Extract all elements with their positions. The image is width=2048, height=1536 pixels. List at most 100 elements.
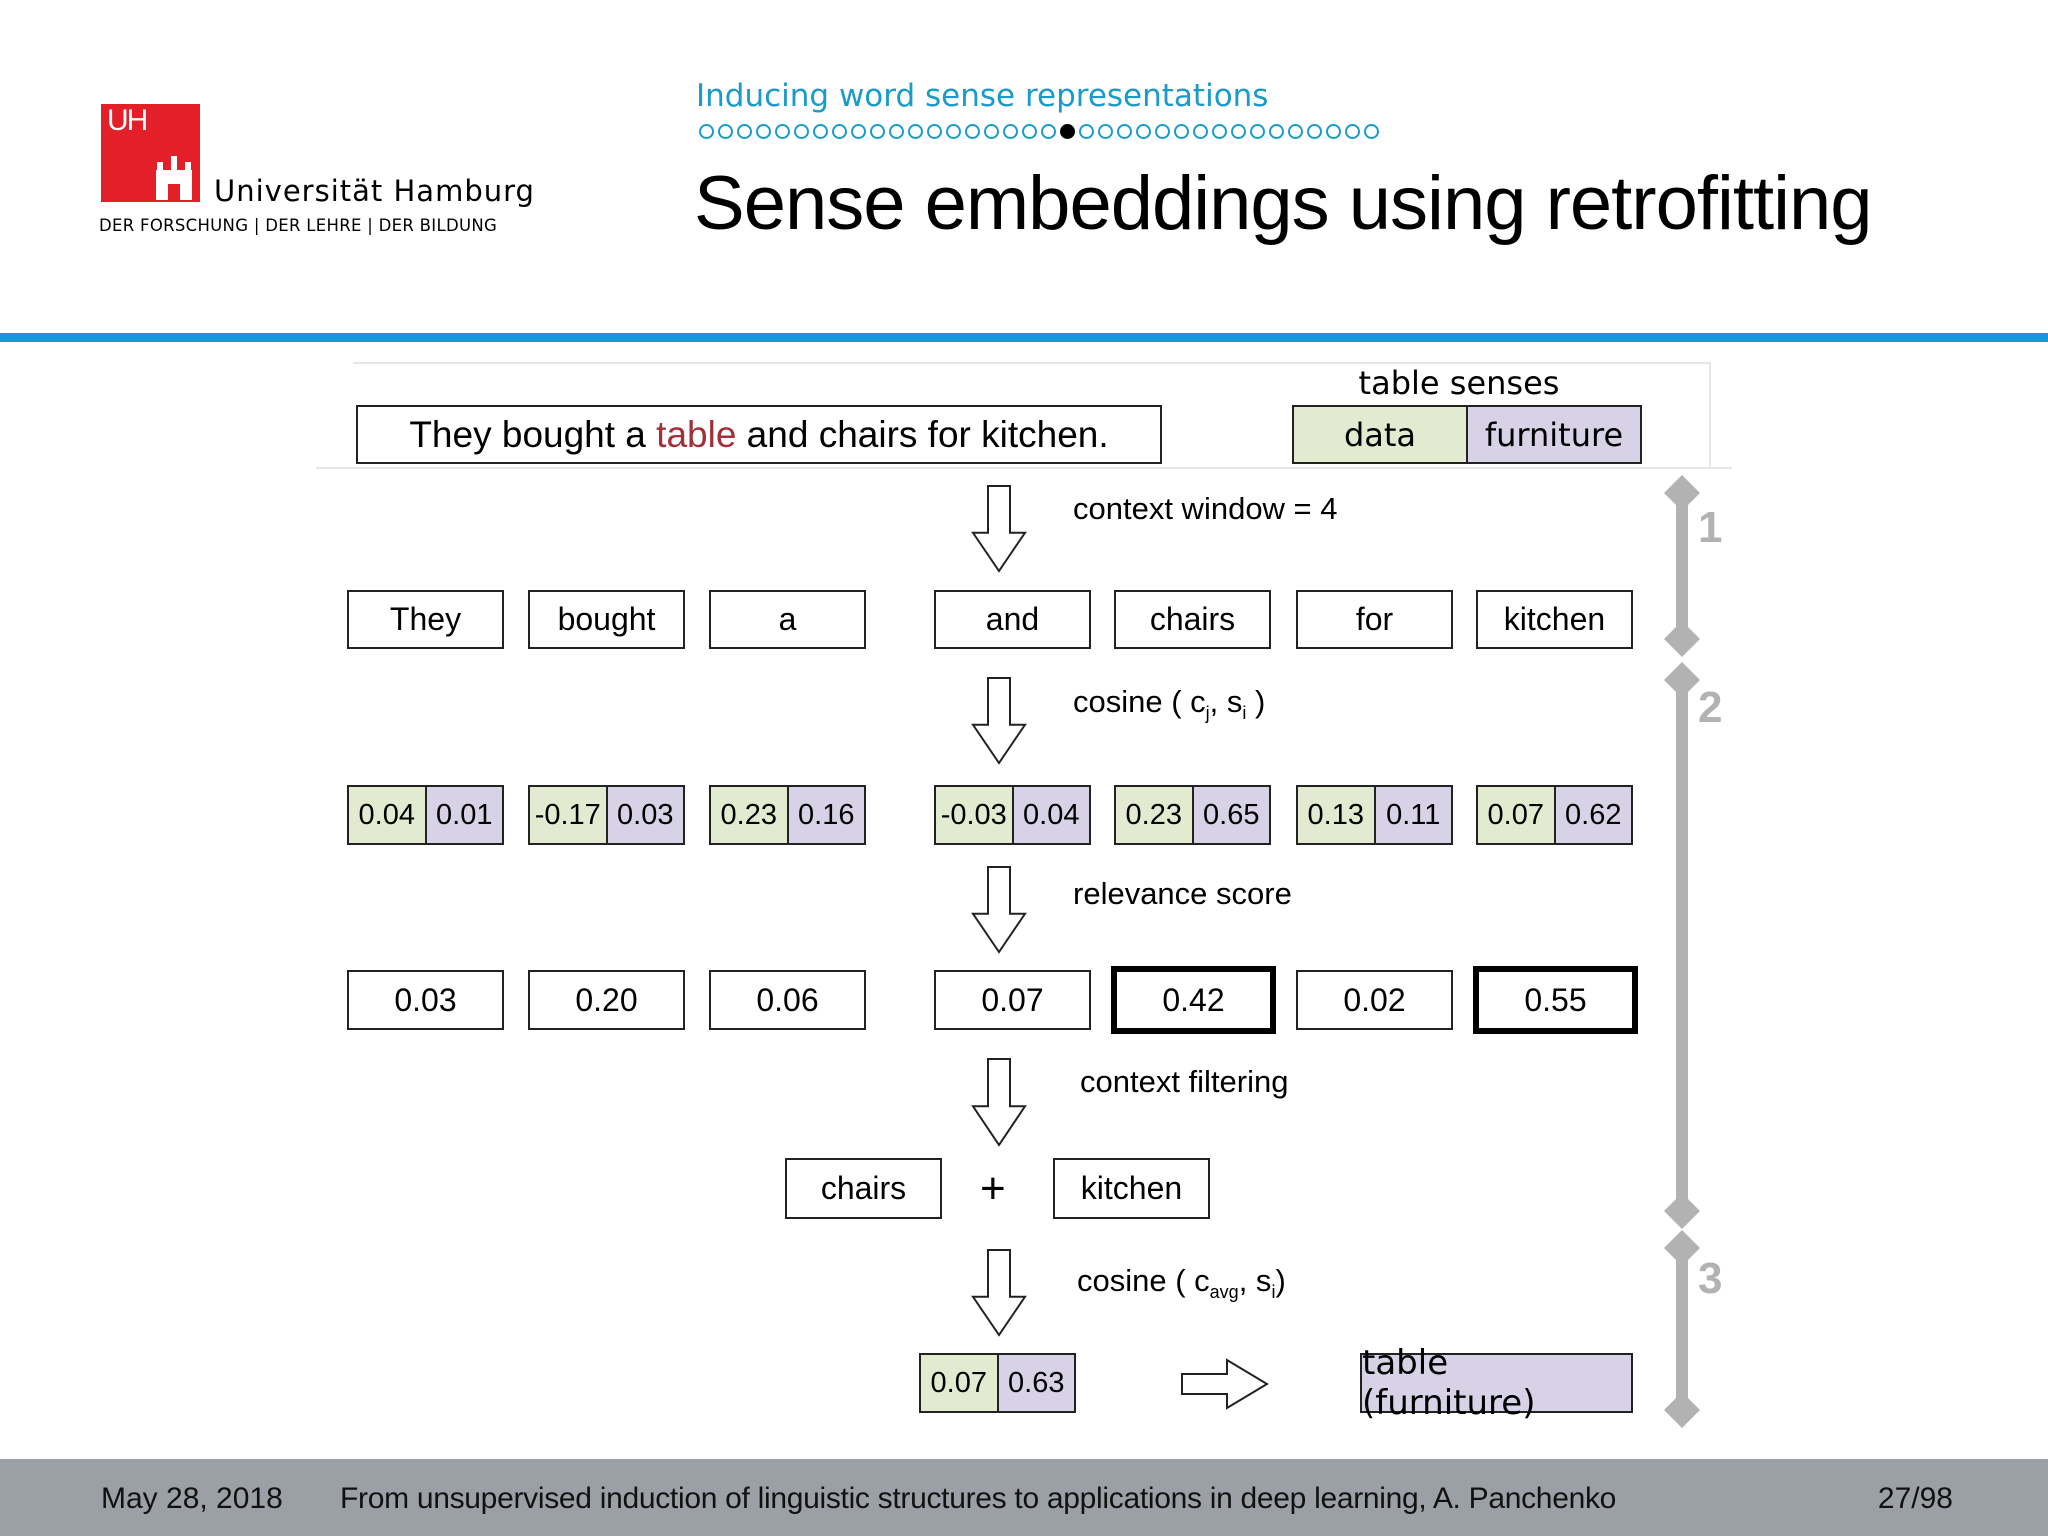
phase-number: 2 bbox=[1698, 683, 1723, 732]
furniture-score: 0.11 bbox=[1373, 787, 1451, 843]
context-word: They bbox=[347, 590, 504, 649]
down-arrow-icon bbox=[971, 1249, 1027, 1337]
data-score: 0.04 bbox=[349, 787, 425, 843]
progress-dot[interactable] bbox=[1155, 124, 1170, 139]
diamond-icon bbox=[1664, 662, 1700, 698]
progress-dot[interactable] bbox=[1193, 124, 1208, 139]
progress-dot[interactable] bbox=[1003, 124, 1018, 139]
slide-progress bbox=[699, 124, 1379, 139]
step-cosine: cosine ( cj, si ) bbox=[1073, 684, 1266, 724]
progress-dot[interactable] bbox=[851, 124, 866, 139]
university-name: Universität Hamburg bbox=[214, 174, 535, 208]
progress-dot[interactable] bbox=[1231, 124, 1246, 139]
step-relevance: relevance score bbox=[1073, 876, 1292, 911]
progress-dot[interactable] bbox=[1326, 124, 1341, 139]
footer-bar bbox=[0, 1459, 2048, 1536]
final-cosine-pair: 0.07 0.63 bbox=[919, 1353, 1076, 1413]
furniture-score: 0.03 bbox=[605, 787, 683, 843]
data-score: 0.23 bbox=[1116, 787, 1192, 843]
context-word: chairs bbox=[1114, 590, 1271, 649]
progress-dot[interactable] bbox=[1060, 124, 1075, 139]
frame-line bbox=[1709, 362, 1711, 468]
plus-sign: + bbox=[980, 1164, 1006, 1213]
progress-dot[interactable] bbox=[813, 124, 828, 139]
progress-dot[interactable] bbox=[794, 124, 809, 139]
down-arrow-icon bbox=[971, 485, 1027, 573]
diamond-icon bbox=[1664, 1193, 1700, 1229]
result-sense: table (furniture) bbox=[1360, 1343, 1633, 1423]
progress-dot[interactable] bbox=[1345, 124, 1360, 139]
phase-number: 1 bbox=[1698, 503, 1723, 552]
progress-dot[interactable] bbox=[1022, 124, 1037, 139]
progress-dot[interactable] bbox=[1288, 124, 1303, 139]
progress-dot[interactable] bbox=[1079, 124, 1094, 139]
sentence-part: They bought a bbox=[409, 413, 657, 455]
step-context-window: context window = 4 bbox=[1073, 491, 1338, 526]
phase-bar bbox=[1676, 1244, 1688, 1414]
progress-dot[interactable] bbox=[870, 124, 885, 139]
footer-date: May 28, 2018 bbox=[101, 1482, 283, 1515]
data-score: 0.13 bbox=[1298, 787, 1374, 843]
relevance-score: 0.07 bbox=[934, 970, 1091, 1030]
relevance-score: 0.03 bbox=[347, 970, 504, 1030]
progress-dot[interactable] bbox=[1364, 124, 1379, 139]
senses-box: data furniture bbox=[1292, 405, 1642, 464]
progress-dot[interactable] bbox=[1136, 124, 1151, 139]
slide-title: Sense embeddings using retrofitting bbox=[694, 161, 1873, 246]
sense-furniture: furniture bbox=[1466, 407, 1640, 462]
diamond-icon bbox=[1664, 1392, 1700, 1428]
down-arrow-icon bbox=[971, 677, 1027, 765]
down-arrow-icon bbox=[971, 866, 1027, 954]
university-tagline: DER FORSCHUNG | DER LEHRE | DER BILDUNG bbox=[99, 216, 498, 235]
furniture-score: 0.04 bbox=[1011, 787, 1089, 843]
context-word: for bbox=[1296, 590, 1453, 649]
progress-dot[interactable] bbox=[756, 124, 771, 139]
data-score: 0.07 bbox=[1478, 787, 1554, 843]
diamond-icon bbox=[1664, 1230, 1700, 1266]
furniture-score: 0.65 bbox=[1191, 787, 1269, 843]
phase-bar bbox=[1676, 489, 1688, 643]
filtered-word: chairs bbox=[785, 1158, 942, 1219]
progress-dot[interactable] bbox=[1269, 124, 1284, 139]
progress-dot[interactable] bbox=[1041, 124, 1056, 139]
progress-dot[interactable] bbox=[965, 124, 980, 139]
progress-dot[interactable] bbox=[984, 124, 999, 139]
progress-dot[interactable] bbox=[908, 124, 923, 139]
phase-bar bbox=[1676, 676, 1688, 1215]
progress-dot[interactable] bbox=[737, 124, 752, 139]
logo-mark: UH bbox=[107, 104, 148, 137]
furniture-score: 0.62 bbox=[1553, 787, 1631, 843]
progress-dot[interactable] bbox=[832, 124, 847, 139]
phase-number: 3 bbox=[1698, 1254, 1723, 1303]
final-furniture-score: 0.63 bbox=[996, 1355, 1074, 1411]
down-arrow-icon bbox=[971, 1058, 1027, 1147]
section-title[interactable]: Inducing word sense representations bbox=[696, 78, 1269, 114]
data-score: 0.23 bbox=[711, 787, 787, 843]
progress-dot[interactable] bbox=[927, 124, 942, 139]
sentence-part: and chairs for kitchen. bbox=[736, 413, 1109, 455]
target-word: table bbox=[656, 413, 737, 455]
progress-dot[interactable] bbox=[1212, 124, 1227, 139]
progress-dot[interactable] bbox=[889, 124, 904, 139]
diamond-icon bbox=[1664, 475, 1700, 511]
data-score: -0.03 bbox=[936, 787, 1012, 843]
progress-dot[interactable] bbox=[946, 124, 961, 139]
progress-dot[interactable] bbox=[699, 124, 714, 139]
progress-dot[interactable] bbox=[1098, 124, 1113, 139]
progress-dot[interactable] bbox=[775, 124, 790, 139]
data-score: -0.17 bbox=[530, 787, 606, 843]
progress-dot[interactable] bbox=[1174, 124, 1189, 139]
progress-dot[interactable] bbox=[718, 124, 733, 139]
filtered-word: kitchen bbox=[1053, 1158, 1210, 1219]
progress-dot[interactable] bbox=[1117, 124, 1132, 139]
progress-dot[interactable] bbox=[1250, 124, 1265, 139]
relevance-score: 0.06 bbox=[709, 970, 866, 1030]
footer-page-number[interactable]: 27/98 bbox=[1877, 1482, 1953, 1515]
relevance-score-selected: 0.55 bbox=[1473, 966, 1638, 1034]
progress-dot[interactable] bbox=[1307, 124, 1322, 139]
